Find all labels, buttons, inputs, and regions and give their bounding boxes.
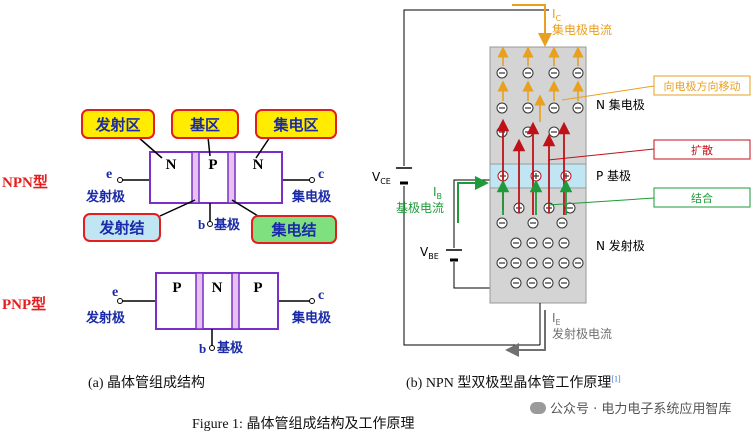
- npn-emitter-label: 发射极: [85, 189, 126, 205]
- base-current-arrow: [457, 176, 489, 223]
- pnp-emitter-junction-bar: [195, 272, 204, 330]
- base-region-label: P 基极: [596, 169, 631, 183]
- ie-label: 发射极电流: [552, 326, 612, 341]
- silicon-outline: [489, 46, 587, 304]
- ic-label: 集电极电流: [552, 22, 612, 37]
- pnp-collector-junction-bar: [231, 272, 240, 330]
- callout-recombination-text: 结合: [691, 191, 713, 205]
- pnp-collector-terminal: [309, 298, 315, 304]
- panel-b-caption: (b) NPN 型双极型晶体管工作原理[1]: [406, 374, 621, 391]
- collector-region-label: N 集电极: [596, 97, 645, 112]
- base-circuit-wire-bottom: [453, 262, 490, 289]
- npn-emitter-junction-bar: [191, 151, 200, 204]
- ic-symbol: IC: [552, 7, 562, 23]
- pnp-region-collector: P: [253, 280, 262, 296]
- pnp-region-base: N: [212, 280, 223, 296]
- npn-collector-junction-bar: [227, 151, 236, 204]
- pnp-base-terminal: [209, 345, 215, 351]
- collector-circuit-wire-top: [403, 9, 549, 166]
- npn-region-collector: N: [253, 157, 264, 173]
- npn-region-base: P: [208, 157, 217, 173]
- callout-emitter-junction: 发射结: [83, 199, 196, 242]
- npn-collector-letter: c: [318, 167, 324, 182]
- collector-circuit-wire-bottom: [403, 186, 540, 346]
- ie-symbol: IE: [552, 311, 561, 327]
- pnp-region-emitter: P: [172, 280, 181, 296]
- panel-a-caption: (a) 晶体管组成结构: [88, 376, 206, 391]
- npn-base-terminal: [207, 221, 213, 227]
- npn-emitter-terminal: [117, 177, 123, 183]
- npn-region-emitter: N: [166, 157, 177, 173]
- collector-current-arrow: [512, 4, 552, 47]
- ib-label: 基极电流: [396, 201, 444, 215]
- callout-diffusion: 扩散: [547, 139, 751, 161]
- emitter-region-label: N 发射极: [596, 238, 645, 253]
- callout-collector-region-text: 集电区: [272, 116, 318, 134]
- pnp-collector-label: 集电极: [291, 310, 332, 326]
- pnp-type-label: PNP型: [2, 295, 46, 313]
- callout-emitter-region: 发射区: [81, 109, 163, 159]
- callout-collector-junction-text: 集电结: [270, 221, 316, 239]
- callout-base-region: 基区: [171, 109, 239, 157]
- callout-move-to-electrode: 向电极方向移动: [561, 75, 751, 101]
- npn-body: [149, 151, 283, 204]
- pnp-structure: PNP型 e 发射极 c 集电极 P N P b 基极: [2, 272, 332, 356]
- npn-emitter-letter: e: [106, 167, 112, 182]
- panel-b-caption-ref: [1]: [611, 374, 621, 384]
- pnp-emitter-terminal: [117, 298, 123, 304]
- figure-caption: Figure 1: 晶体管组成结构及工作原理: [192, 417, 415, 432]
- emitter-current-arrow: [505, 310, 546, 357]
- charge-carriers: [496, 46, 584, 289]
- wechat-icon: [530, 402, 546, 414]
- npn-structure: NPN型 e 发射极 c 集电极 N P N b 基极 发射区: [2, 109, 337, 244]
- pnp-collector-letter: c: [318, 288, 324, 303]
- callout-move-text: 向电极方向移动: [664, 79, 741, 93]
- callout-base-region-text: 基区: [189, 116, 220, 134]
- npn-base-label: 基极: [213, 217, 241, 233]
- callout-collector-region: 集电区: [255, 109, 337, 159]
- pnp-emitter-label: 发射极: [85, 310, 126, 326]
- npn-operation-diagram: VCE VBE IC 集电极电流 IB 基极电流 IE 发射极电流 N 集电极: [372, 4, 751, 357]
- npn-base-letter: b: [198, 217, 205, 232]
- npn-type-label: NPN型: [2, 173, 48, 191]
- callout-emitter-region-text: 发射区: [94, 116, 140, 134]
- npn-collector-terminal: [309, 177, 315, 183]
- pnp-base-label: 基极: [216, 340, 244, 356]
- callout-diffusion-text: 扩散: [691, 143, 713, 157]
- callout-recombination: 结合: [547, 187, 751, 208]
- vce-label: VCE: [372, 170, 391, 186]
- base-circuit-wire-top: [453, 179, 490, 248]
- vbe-label: VBE: [420, 245, 439, 261]
- npn-collector-label: 集电极: [291, 189, 332, 205]
- pnp-body: [155, 272, 279, 330]
- pnp-emitter-letter: e: [112, 285, 118, 300]
- callout-collector-junction: 集电结: [231, 199, 337, 244]
- ib-symbol: IB: [433, 185, 442, 201]
- watermark: 公众号 · 电力电子系统应用智库: [530, 398, 731, 417]
- callout-emitter-junction-text: 发射结: [98, 219, 144, 237]
- pnp-base-letter: b: [199, 341, 206, 356]
